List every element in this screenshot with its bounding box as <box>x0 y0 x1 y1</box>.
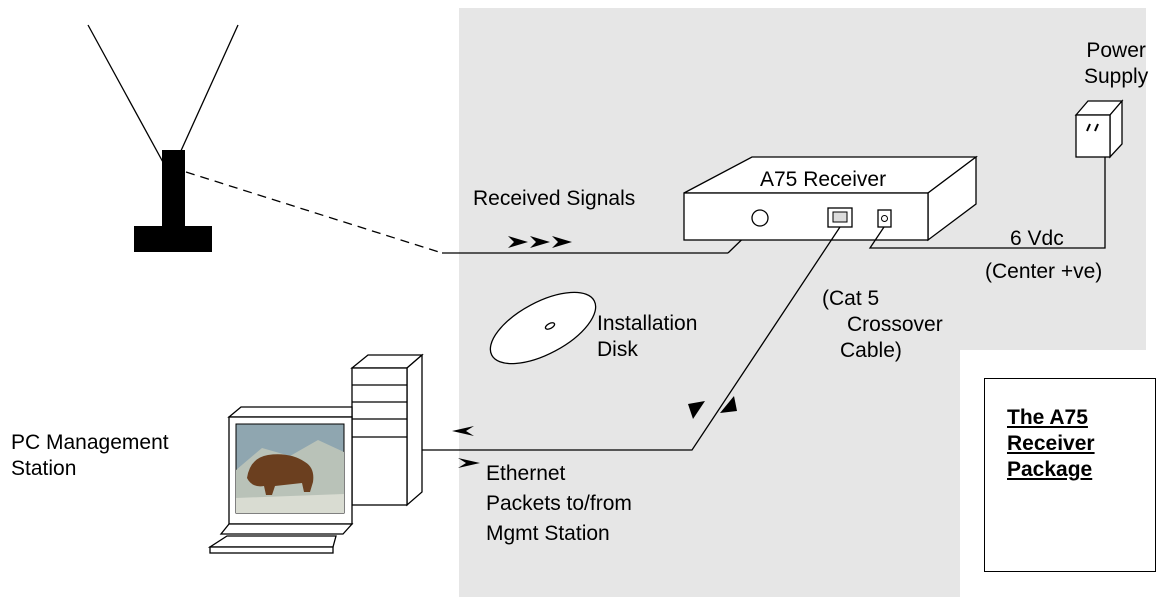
ethernet-label: Ethernet Packets to/from Mgmt Station <box>486 459 632 549</box>
cable-label-line2: Crossover <box>847 313 943 336</box>
package-title-line1: The A75 <box>1007 406 1088 429</box>
installation-disk-label: Installation Disk <box>597 311 697 363</box>
ethernet-label-line3: Mgmt Station <box>486 522 610 545</box>
received-signals-label: Received Signals <box>473 187 636 210</box>
cable-label-line3: Cable) <box>840 339 902 362</box>
ethernet-label-line2: Packets to/from <box>486 492 632 515</box>
receiver-label: A75 Receiver <box>760 168 887 191</box>
cable-label-line1: (Cat 5 <box>822 287 880 310</box>
keyboard-icon <box>207 535 337 554</box>
receiver-box-icon <box>683 155 978 242</box>
package-title-line3: Package <box>1007 458 1093 481</box>
pc-tower-icon <box>350 353 424 507</box>
power-supply-label-line2: Supply <box>1084 65 1149 88</box>
cable-label: (Cat 5 Crossover Cable) <box>818 286 943 364</box>
crossover-cable <box>408 226 841 451</box>
antenna-icon <box>87 24 239 252</box>
power-cable <box>868 157 1106 249</box>
package-title-box: The A75 Receiver Package <box>984 378 1156 572</box>
wireless-signal-line <box>185 171 443 254</box>
polarity-label: (Center +ve) <box>985 260 1103 283</box>
pc-station-label-line1: PC Management <box>11 431 169 454</box>
ethernet-label-line1: Ethernet <box>486 462 566 485</box>
installation-disk-icon <box>489 291 597 365</box>
bison-icon <box>247 454 314 495</box>
power-supply-label: Power Supply <box>1084 38 1148 90</box>
signal-arrows <box>508 236 572 248</box>
pc-station-label-line2: Station <box>11 457 77 480</box>
installation-disk-label-line1: Installation <box>597 312 698 335</box>
voltage-label: 6 Vdc <box>1010 227 1064 250</box>
package-title-line2: Receiver <box>1007 432 1095 455</box>
power-supply-label-line1: Power <box>1086 39 1146 62</box>
pc-station-label: PC Management Station <box>11 430 169 482</box>
cable-arrows <box>452 396 737 468</box>
monitor-icon <box>219 406 354 535</box>
power-supply-icon <box>1074 99 1124 159</box>
installation-disk-label-line2: Disk <box>597 338 638 361</box>
